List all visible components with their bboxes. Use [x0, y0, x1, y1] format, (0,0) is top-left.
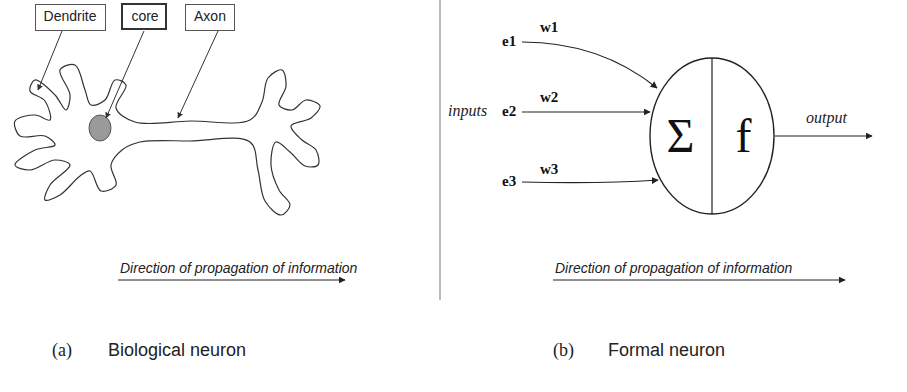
- label-box: core: [121, 3, 167, 30]
- neuron-outline: [14, 64, 320, 215]
- ellipse-divider: [711, 58, 712, 214]
- operator-symbol: Σ: [667, 107, 695, 165]
- direction-arrow: [553, 280, 845, 281]
- part-name: Dendrite: [44, 8, 97, 25]
- label-box: Axon: [185, 4, 235, 31]
- direction-note: Direction of propagation of information: [555, 260, 792, 277]
- ellipse-outline: [650, 58, 774, 214]
- leader-line: [38, 31, 62, 90]
- output-arrow: [775, 135, 872, 136]
- inputs-label: inputs: [448, 101, 487, 120]
- input-name: e3: [502, 172, 516, 190]
- weight-name: w2: [540, 88, 558, 106]
- input-arrow: [522, 111, 650, 112]
- panel-caption: Biological neuron: [108, 340, 246, 362]
- input-name: e2: [502, 102, 516, 120]
- direction-note: Direction of propagation of information: [120, 260, 357, 277]
- label-box: Dendrite: [35, 4, 106, 31]
- part-name: Axon: [194, 8, 226, 25]
- output-label: output: [806, 108, 847, 127]
- neuron-unit: Σf: [649, 57, 775, 215]
- panel-caption: Formal neuron: [608, 340, 725, 362]
- panel-letter: (b): [553, 340, 574, 362]
- leader-line: [106, 31, 144, 118]
- divider: [440, 0, 441, 300]
- direction-arrow: [118, 280, 345, 281]
- panel-letter: (a): [52, 340, 72, 362]
- leader-line: [178, 31, 218, 118]
- neuron-body: [14, 64, 320, 215]
- weight-name: w3: [540, 160, 558, 178]
- input-arrow: [522, 42, 657, 88]
- cell-core: [89, 115, 111, 141]
- operator-symbol: f: [736, 107, 752, 165]
- input-arrow: [522, 180, 658, 183]
- part-name: core: [131, 8, 158, 25]
- weight-name: w1: [540, 18, 558, 36]
- input-name: e1: [502, 32, 516, 50]
